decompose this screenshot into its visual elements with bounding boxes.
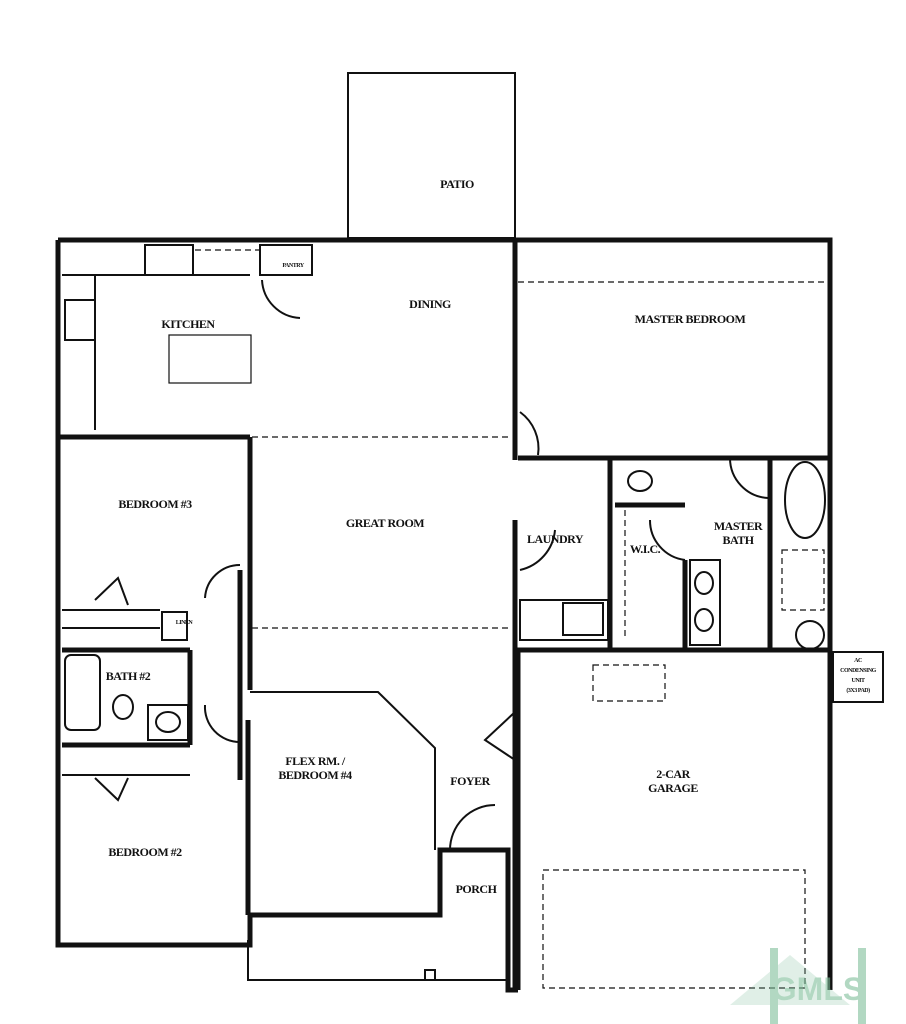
sink-icon (155, 711, 181, 733)
svg-text:GMLS: GMLS (772, 971, 864, 1007)
toilet-icon (112, 694, 134, 720)
patio (347, 72, 516, 239)
exterior-walls (55, 237, 833, 993)
label-bedroom-2: BEDROOM #2 (108, 845, 182, 859)
gmls-watermark-logo: GMLS (730, 948, 866, 1024)
bathtub-icon (64, 654, 101, 731)
interior-walls (58, 240, 830, 990)
label-great-room: GREAT ROOM (346, 516, 424, 530)
porch-outline (247, 940, 508, 981)
kitchen-fixtures (62, 244, 313, 430)
sink-icon (694, 608, 714, 632)
tub-icon (784, 461, 826, 539)
label-master-bedroom: MASTER BEDROOM (635, 312, 746, 326)
label-bedroom-3: BEDROOM #3 (118, 497, 192, 511)
label-dining: DINING (409, 297, 451, 311)
label-linen: LINEN (176, 620, 194, 626)
label-foyer: FOYER (450, 774, 490, 788)
ac-unit (832, 651, 884, 703)
door-swings (94, 411, 769, 851)
dashed-lines (195, 249, 828, 989)
label-patio: PATIO (440, 177, 474, 191)
label-garage-2: GARAGE (648, 781, 698, 795)
label-porch: PORCH (456, 882, 498, 896)
label-ac-4: (3X3 PAD) (846, 687, 870, 694)
sink-icon (144, 244, 194, 276)
label-ac-1: AC (854, 658, 862, 664)
sink-icon (694, 571, 714, 595)
range-icon (64, 299, 96, 341)
label-master-bath-1: MASTER (714, 519, 763, 533)
bath-fixtures (64, 461, 826, 741)
label-flex-2: BEDROOM #4 (278, 768, 352, 782)
label-garage-1: 2-CAR (656, 767, 690, 781)
label-laundry: LAUNDRY (527, 532, 584, 546)
label-ac-3: UNIT (851, 678, 865, 684)
label-bath-2: BATH #2 (106, 669, 151, 683)
label-pantry: PANTRY (282, 263, 305, 269)
kitchen-island (168, 334, 252, 384)
label-ac-2: CONDENSING (840, 668, 877, 674)
label-wic: W.I.C. (630, 542, 661, 556)
label-kitchen: KITCHEN (161, 317, 215, 331)
toilet-icon (627, 470, 653, 492)
label-flex-1: FLEX RM. / (285, 754, 345, 768)
label-master-bath-2: BATH (722, 533, 754, 547)
shower (781, 549, 825, 611)
